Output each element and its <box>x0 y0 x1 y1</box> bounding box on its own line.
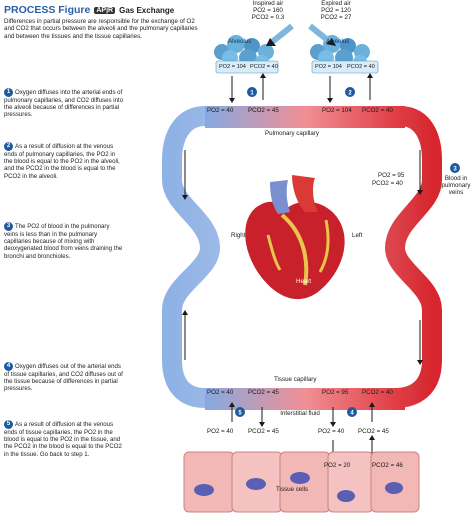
vein-pco2: PCO2 = 40 <box>372 180 403 187</box>
tissue-cells-label: Tissue cells <box>276 486 309 493</box>
alveolus-left-label: Alveolus <box>228 38 252 45</box>
step-1-number: 1 <box>4 88 13 97</box>
fluid-left-pco2: PCO2 = 45 <box>248 428 279 435</box>
tcap-out-pco2: PCO2 = 45 <box>248 389 279 396</box>
svg-text:4: 4 <box>350 411 354 417</box>
fluid-right-po2: PO2 = 40 <box>318 428 345 435</box>
step-3-number: 3 <box>4 222 13 231</box>
alv-left-pco2: PCO2 = 40 <box>250 64 278 70</box>
pulm-in-pco2: PCO2 = 45 <box>248 107 279 114</box>
vein-po2: PO2 = 95 <box>378 172 405 179</box>
figure-title: PROCESS Figure <box>4 4 91 16</box>
step-5-number: 5 <box>4 420 13 429</box>
step-4-text: Oxygen diffuses out of the arterial ends… <box>4 363 123 393</box>
svg-text:5: 5 <box>238 411 242 417</box>
tcap-in-pco2: PCO2 = 40 <box>362 389 393 396</box>
step-5-text: As a result of diffusion at the venous e… <box>4 421 122 458</box>
diagram-step-markers: 1 2 3 4 5 <box>235 87 460 417</box>
interstitial-fluid-label: Interstitial fluid <box>280 410 320 417</box>
pulmonary-vein-label: Blood in pulmonary veins <box>441 175 471 196</box>
figure-intro: Differences in partial pressure are resp… <box>4 18 198 40</box>
airway-in-arrow <box>266 38 276 46</box>
cell-pco2: PCO2 = 46 <box>372 462 403 469</box>
expired-pco2: PCO2 = 27 <box>320 14 352 21</box>
pulmonary-capillary <box>205 106 405 128</box>
alv-left-po2: PO2 = 104 <box>219 64 246 70</box>
expired-po2: PO2 = 120 <box>321 7 351 14</box>
svg-text:1: 1 <box>250 91 254 97</box>
tcap-in-po2: PO2 = 95 <box>322 389 349 396</box>
expired-air-block: Expired air PO2 = 120 PCO2 = 27 <box>310 0 362 21</box>
flow-arrowhead-left <box>182 195 188 200</box>
pulm-out-pco2: PCO2 = 40 <box>362 107 393 114</box>
inspired-po2: PO2 = 160 <box>253 7 283 14</box>
fluid-left-po2: PO2 = 40 <box>207 428 234 435</box>
flow-arrowhead-lower-right <box>417 360 423 365</box>
tcap-out-po2: PO2 = 40 <box>207 389 234 396</box>
pulmonary-capillary-label: Pulmonary capillary <box>265 130 319 137</box>
inspired-air-block: Inspired air PO2 = 160 PCO2 = 0.3 <box>242 0 294 21</box>
figure-header: PROCESS Figure AP|R Gas Exchange Differe… <box>4 4 204 40</box>
airway-out-arrow <box>326 38 336 46</box>
flow-arrowhead-lower-left <box>182 310 188 315</box>
heart-right-label: Right <box>231 232 246 239</box>
pulm-out-po2: PO2 = 104 <box>322 107 352 114</box>
step-3-text: The PO2 of blood in the pulmonary veins … <box>4 223 123 260</box>
step-1-text: Oxygen diffuses into the arterial ends o… <box>4 89 124 119</box>
expired-air-title: Expired air <box>321 0 351 7</box>
svg-text:2: 2 <box>348 91 352 97</box>
alveolus-right-label: Alveolus <box>326 38 350 45</box>
alveolus-left-cluster <box>214 35 279 74</box>
inspired-pco2: PCO2 = 0.3 <box>251 14 285 21</box>
step-4-number: 4 <box>4 362 13 371</box>
heart-label: Heart <box>296 278 312 285</box>
alv-right-pco2: PCO2 = 40 <box>347 64 375 70</box>
cell-po2: PO2 = 20 <box>324 462 351 469</box>
pulm-in-po2: PO2 = 40 <box>207 107 234 114</box>
flow-arrowhead-right <box>417 190 423 195</box>
svg-text:3: 3 <box>453 167 457 173</box>
inspired-air-title: Inspired air <box>252 0 284 7</box>
apr-badge: AP|R <box>94 6 116 14</box>
pulmonary-diffusion-arrows <box>229 73 373 103</box>
fluid-right-pco2: PCO2 = 45 <box>358 428 389 435</box>
heart-left-label: Left <box>352 232 363 239</box>
tissue-capillary <box>205 388 405 410</box>
alv-right-po2: PO2 = 104 <box>315 64 342 70</box>
step-2-text: As a result of diffusion at the venous e… <box>4 143 120 180</box>
tissue-cells <box>183 451 420 513</box>
tissue-capillary-label: Tissue capillary <box>274 376 317 383</box>
airway-in <box>270 23 294 45</box>
step-2-number: 2 <box>4 142 13 151</box>
heart-illustration <box>245 175 345 300</box>
airway-out <box>308 23 332 45</box>
figure-subtitle: Gas Exchange <box>119 5 175 15</box>
